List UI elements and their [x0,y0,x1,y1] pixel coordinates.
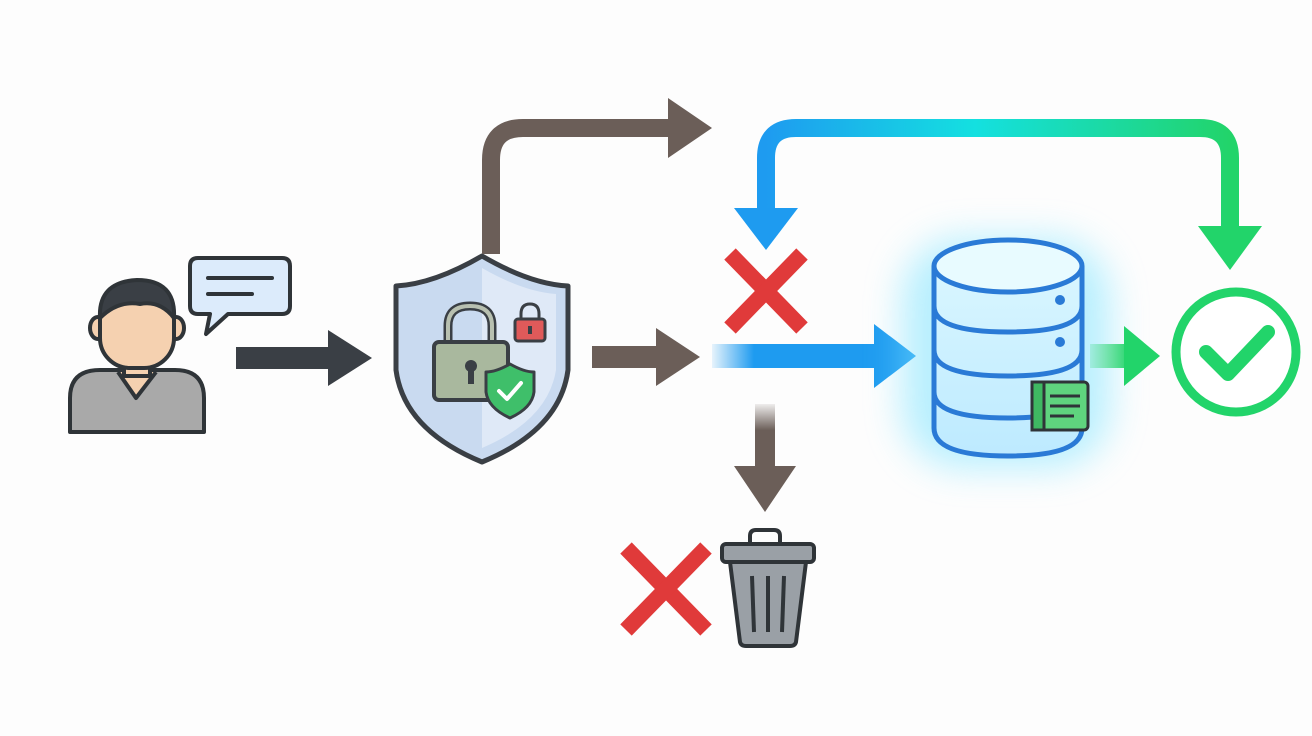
discarded-x-icon [620,542,712,636]
document-icon [1030,380,1090,432]
arrow-user-to-security [236,330,372,386]
arrow-database-to-approved [1090,326,1160,386]
arrow-split-to-trash [734,404,796,512]
rejected-x-icon [724,248,808,334]
trash-can-icon [720,528,816,648]
user-node [68,256,292,434]
user-icon [68,278,206,434]
arrow-split-to-database [712,324,916,388]
database-node [902,237,1110,468]
green-check-badge-icon [484,362,536,420]
check-circle-icon [1171,287,1301,417]
message-bubble-icon [188,256,292,336]
arrow-security-bypass-route [482,98,712,254]
arrow-loop-approved-to-rejected [734,119,1262,270]
security-node [393,253,571,465]
arrow-security-to-split [592,328,700,386]
small-red-lock-icon [513,302,547,343]
